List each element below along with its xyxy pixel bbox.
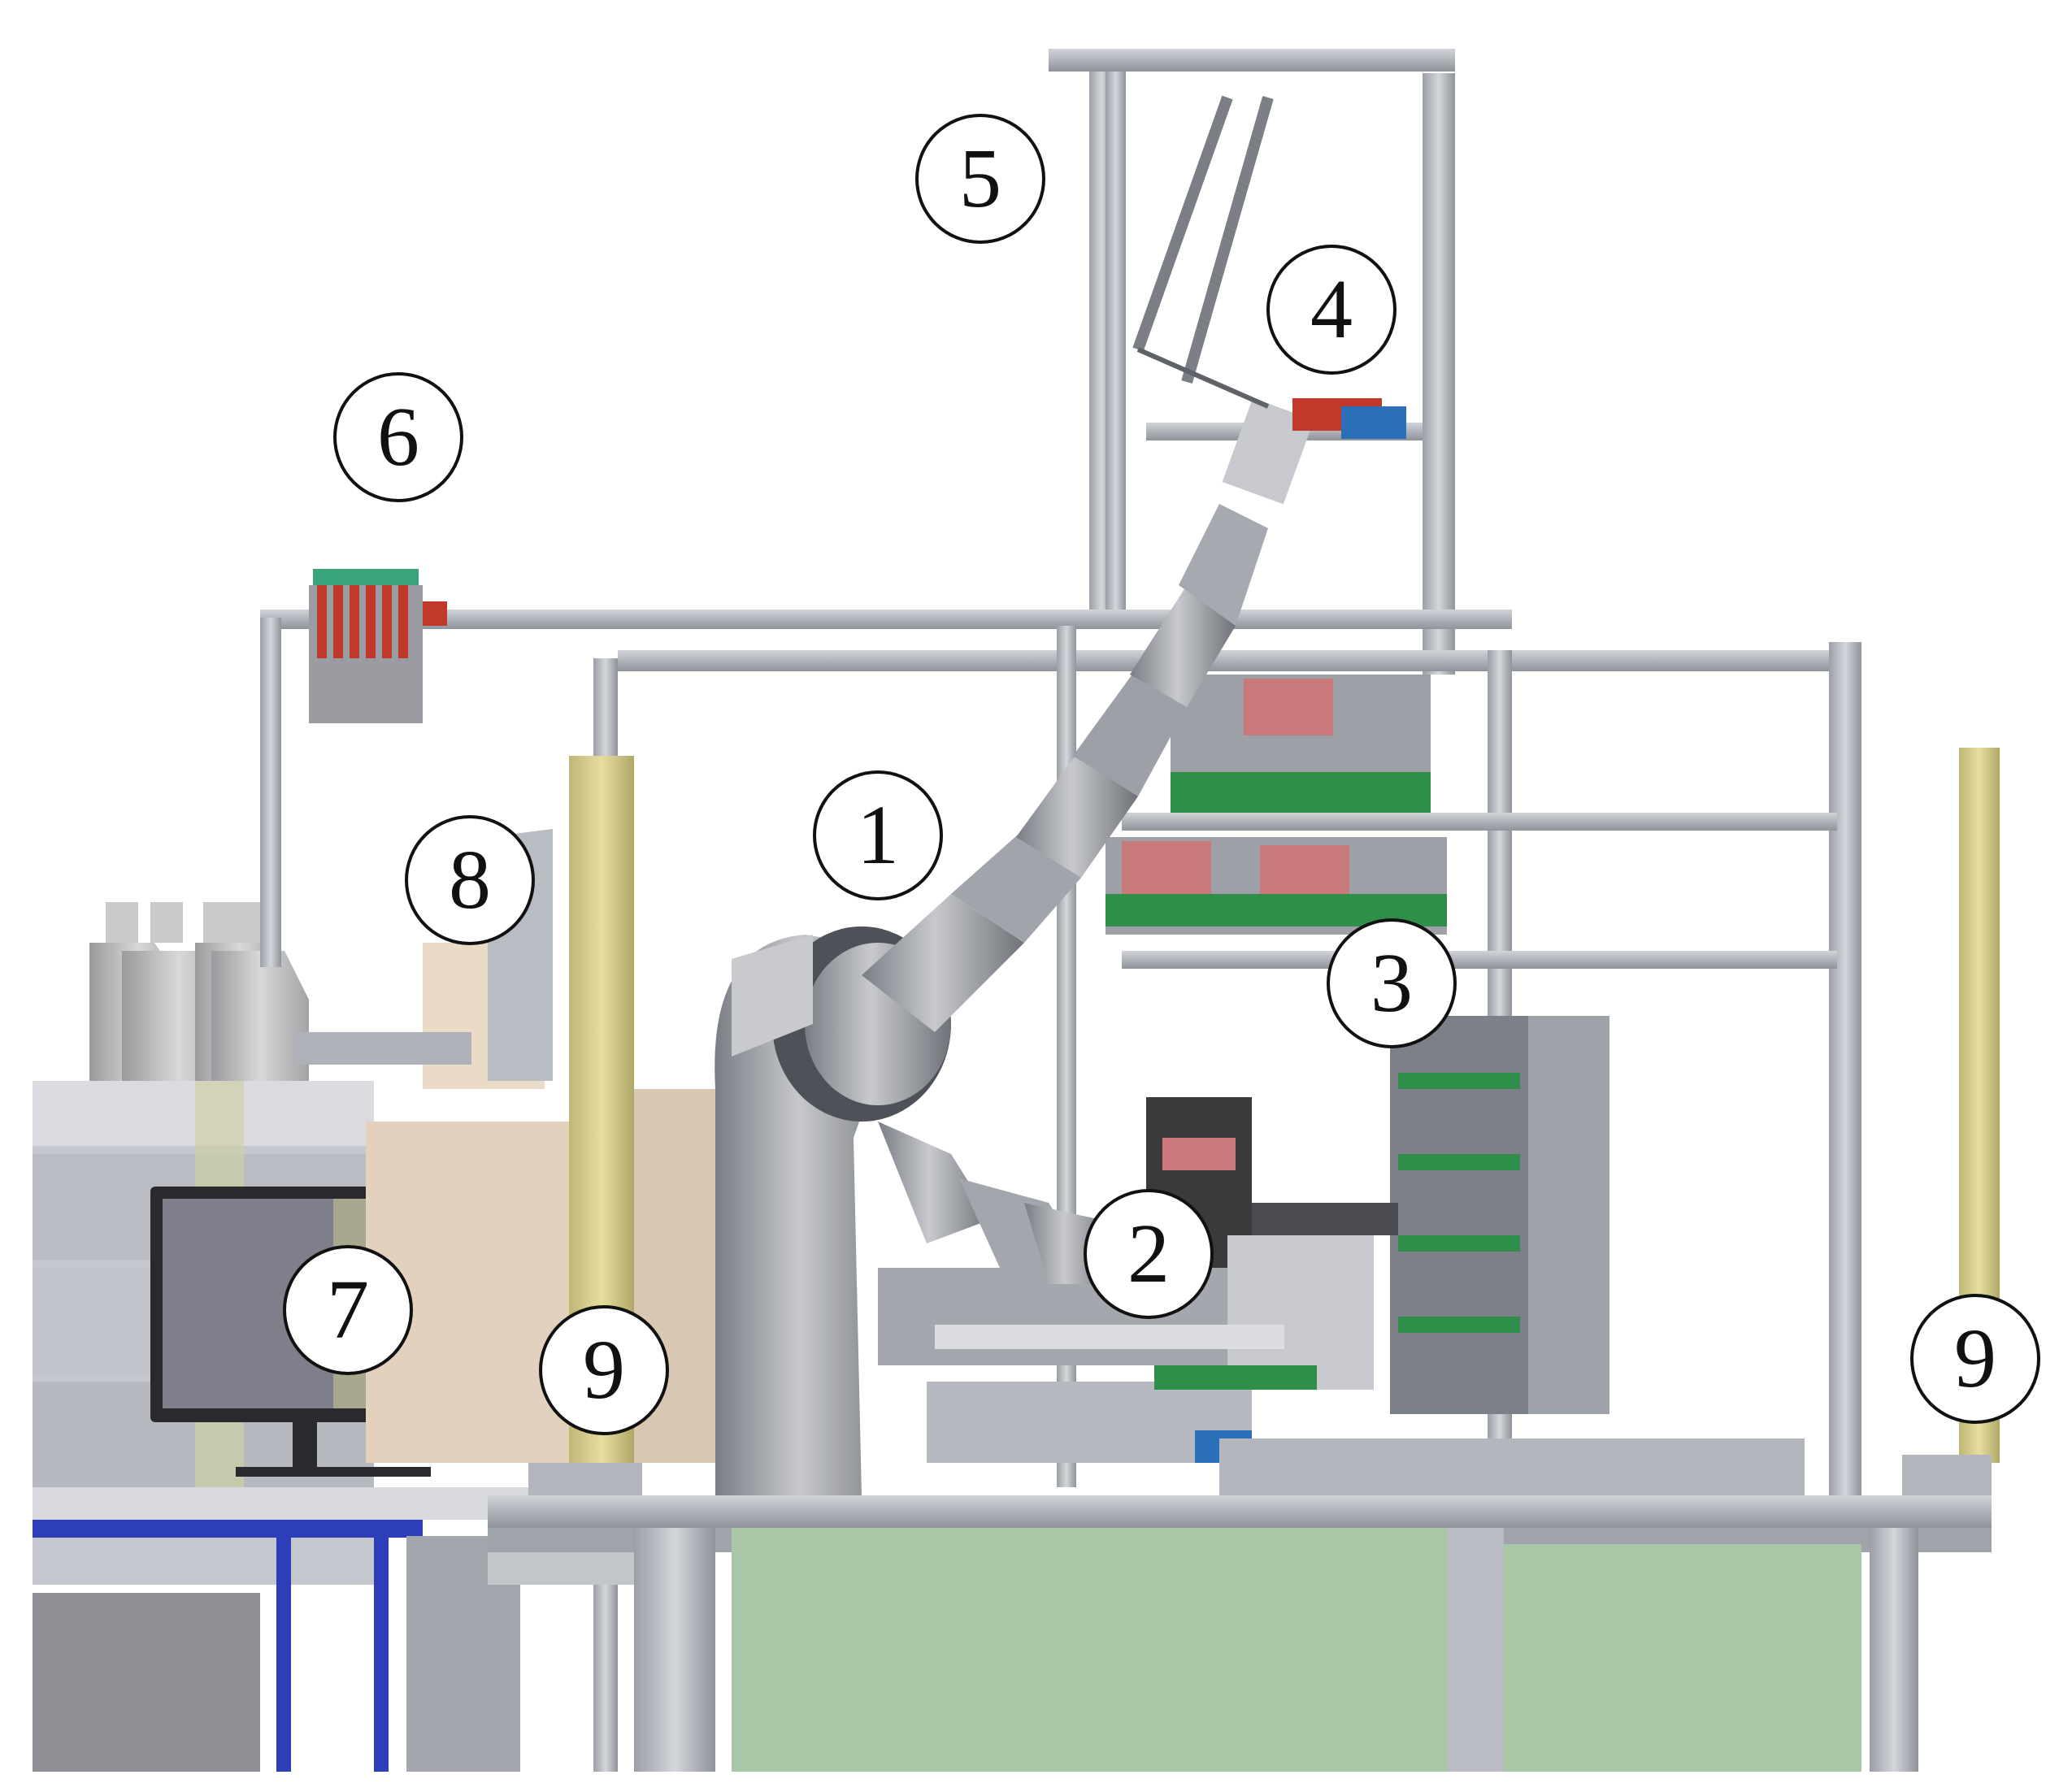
callout-8-label: 8 [449, 833, 491, 926]
callout-9a: 9 [539, 1305, 669, 1435]
callout-5-label: 5 [959, 132, 1001, 225]
callout-9b-label: 9 [1954, 1312, 1996, 1405]
callout-8: 8 [405, 815, 535, 945]
callout-1: 1 [813, 770, 943, 900]
callout-4-label: 4 [1310, 263, 1353, 356]
callout-6-label: 6 [377, 390, 419, 484]
cabinet-panels [732, 1528, 1861, 1772]
callout-4: 4 [1266, 245, 1397, 375]
plate-racks [1106, 675, 1609, 1414]
callout-7: 7 [283, 1245, 413, 1375]
pipette-holder [309, 569, 447, 723]
callout-9a-label: 9 [583, 1323, 625, 1417]
callout-6: 6 [333, 372, 463, 502]
callout-1-label: 1 [857, 788, 899, 882]
callout-7-label: 7 [327, 1263, 369, 1356]
callout-2: 2 [1084, 1189, 1214, 1319]
callout-3-label: 3 [1370, 936, 1413, 1030]
gripper [1222, 397, 1406, 505]
callout-2-label: 2 [1127, 1207, 1170, 1300]
callout-9b: 9 [1910, 1294, 2040, 1424]
reagent-bottles [89, 902, 309, 1081]
callout-5: 5 [915, 114, 1045, 244]
callout-3: 3 [1327, 918, 1457, 1048]
work-deck [878, 1097, 1805, 1495]
